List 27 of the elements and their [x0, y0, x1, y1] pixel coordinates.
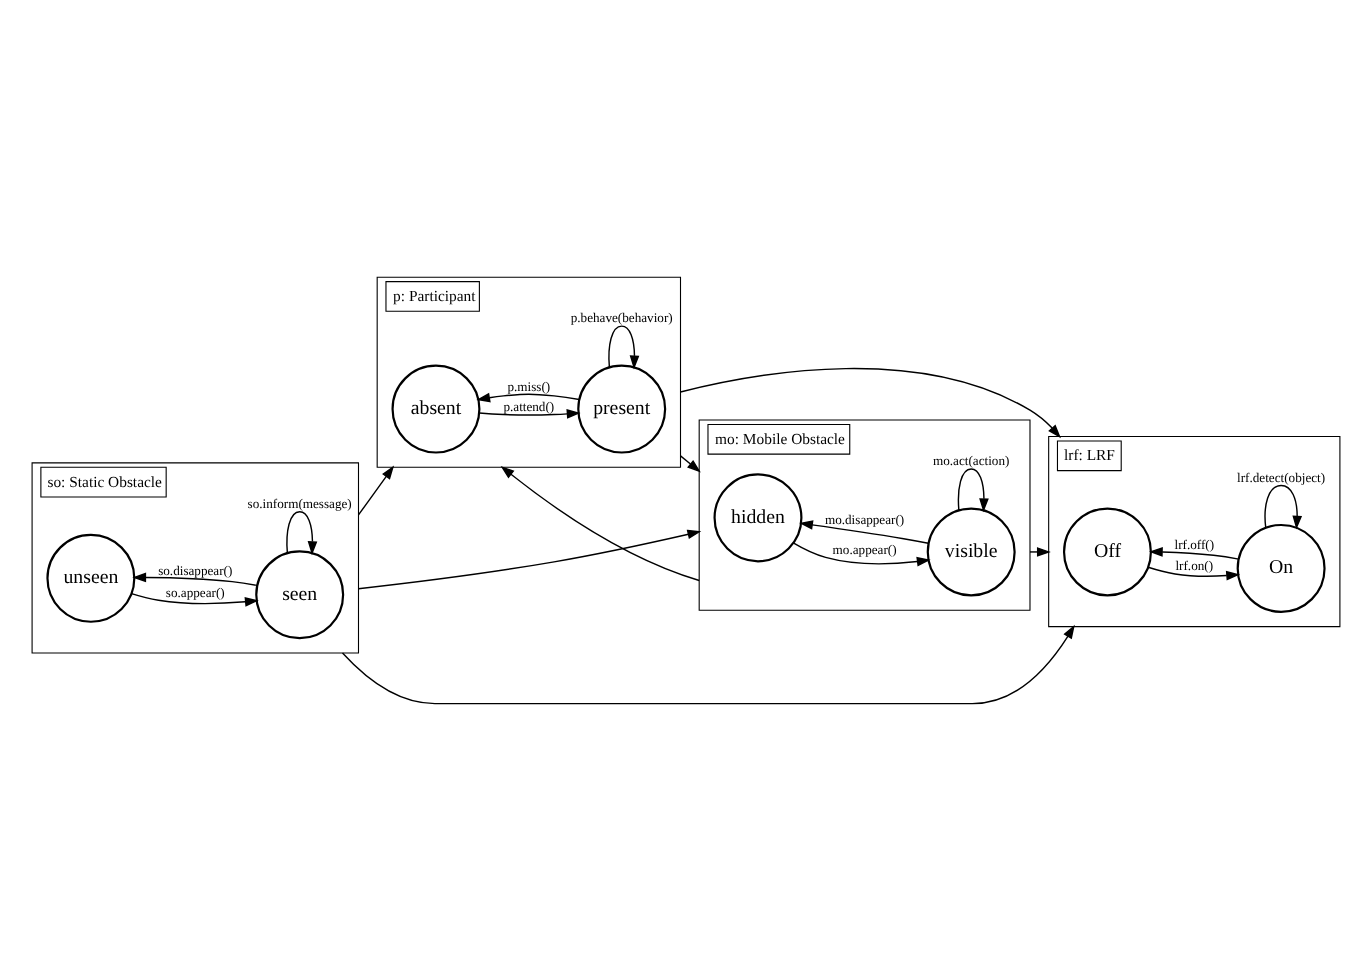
node-circle: present	[577, 363, 667, 453]
arrow	[1148, 546, 1240, 559]
arrow	[608, 324, 640, 369]
arrow	[286, 510, 318, 555]
arrow	[130, 591, 259, 606]
arrow	[799, 519, 929, 543]
arrow	[1147, 565, 1241, 580]
arrow	[1029, 546, 1051, 556]
arrow	[476, 391, 580, 402]
arrow	[132, 571, 258, 586]
arrow	[793, 541, 931, 566]
node-circle: unseen	[46, 532, 136, 622]
arrow	[357, 528, 702, 589]
arrow	[357, 464, 395, 515]
arrow	[679, 366, 1061, 438]
arrow	[478, 408, 581, 418]
arrow	[679, 454, 701, 472]
arrow	[500, 464, 700, 581]
node-circle: seen	[255, 549, 345, 639]
arrow	[1264, 483, 1303, 529]
node-circle: absent	[391, 363, 481, 453]
node-circle: visible	[926, 506, 1016, 596]
node-circle: hidden	[713, 472, 803, 562]
arrow	[957, 467, 989, 512]
node-circle: On	[1236, 522, 1326, 612]
node-circle: Off	[1062, 506, 1152, 596]
arrow	[341, 623, 1075, 704]
